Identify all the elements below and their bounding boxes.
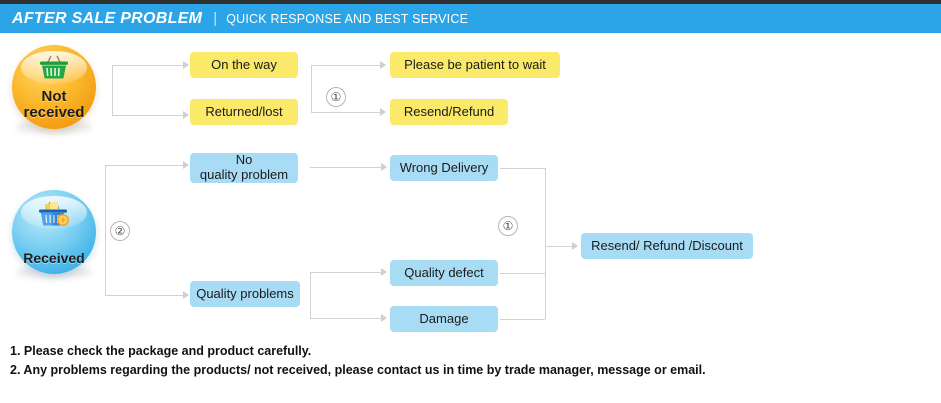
node-resend-refund[interactable]: Resend/Refund (390, 99, 508, 125)
arrow-to-on-the-way (183, 61, 189, 69)
connector-merge-spine (545, 168, 546, 319)
shopping-basket-icon (12, 55, 96, 85)
header-divider: | (213, 10, 218, 27)
top-edge-strip (0, 0, 941, 4)
header-banner: AFTER SALE PROBLEM | QUICK RESPONSE AND … (0, 4, 941, 33)
connector-quality-problems-to-quality-defect (310, 272, 382, 273)
node-no-quality-problem[interactable]: No quality problem (190, 153, 298, 183)
no-quality-problem-line2: quality problem (199, 167, 289, 182)
connector-merge-to-resend-refund-discount (545, 246, 573, 247)
page-title: AFTER SALE PROBLEM (12, 9, 203, 27)
connector-quality-defect-merge (500, 273, 545, 274)
node-quality-problems[interactable]: Quality problems (190, 281, 300, 307)
arrow-to-quality-defect (381, 268, 387, 276)
arrow-to-wrong-delivery (381, 163, 387, 171)
not-received-label: Not received (24, 89, 85, 120)
step-marker-2: ② (110, 221, 130, 241)
node-please-be-patient-to-wait[interactable]: Please be patient to wait (390, 52, 560, 78)
node-returned-lost[interactable]: Returned/lost (190, 99, 298, 125)
received-label: Received (23, 249, 85, 266)
footer-note-1: 1. Please check the package and product … (10, 344, 312, 358)
node-quality-defect[interactable]: Quality defect (390, 260, 498, 286)
connector-received-to-quality-problems (105, 295, 184, 296)
arrow-to-resend-refund (380, 108, 386, 116)
connector-not-received-to-on-the-way (112, 65, 184, 66)
connector-received-spine (105, 165, 106, 295)
arrow-to-no-quality-problem (183, 161, 189, 169)
arrow-to-resend-refund-discount (572, 242, 578, 250)
status-badge-not-received: Not received (12, 45, 96, 129)
step-marker-1-row2: ① (498, 216, 518, 236)
arrow-to-be-patient (380, 61, 386, 69)
node-damage[interactable]: Damage (390, 306, 498, 332)
footer-notes: 1. Please check the package and product … (10, 342, 930, 381)
shopping-basket-icon (12, 200, 96, 232)
connector-wrong-delivery-merge (500, 168, 545, 169)
connector-row1-stage2-spine (311, 65, 312, 113)
footer-note-2: 2. Any problems regarding the products/ … (10, 363, 706, 378)
arrow-to-damage (381, 314, 387, 322)
connector-quality-problems-spine (310, 272, 311, 318)
node-on-the-way[interactable]: On the way (190, 52, 298, 78)
no-quality-problem-line1: No (235, 152, 253, 168)
status-badge-received: Received (12, 190, 96, 274)
step-marker-1-row1: ① (326, 87, 346, 107)
connector-returned-lost-to-resend-refund (311, 112, 381, 113)
connector-not-received-to-returned-lost (112, 115, 184, 116)
not-received-label-line2: received (23, 103, 85, 121)
header-subtitle: QUICK RESPONSE AND BEST SERVICE (226, 11, 469, 26)
connector-received-to-no-quality-problem (105, 165, 184, 166)
connector-not-received-spine (112, 65, 113, 115)
not-received-label-line1: Not (41, 88, 67, 106)
node-resend-refund-discount[interactable]: Resend/ Refund /Discount (581, 233, 753, 259)
node-wrong-delivery[interactable]: Wrong Delivery (390, 155, 498, 181)
arrow-to-quality-problems (183, 291, 189, 299)
connector-on-the-way-to-be-patient (311, 65, 381, 66)
connector-damage-merge (500, 319, 545, 320)
connector-quality-problems-to-damage (310, 318, 382, 319)
connector-no-quality-problem-to-wrong-delivery (310, 167, 382, 168)
arrow-to-returned-lost (183, 111, 189, 119)
